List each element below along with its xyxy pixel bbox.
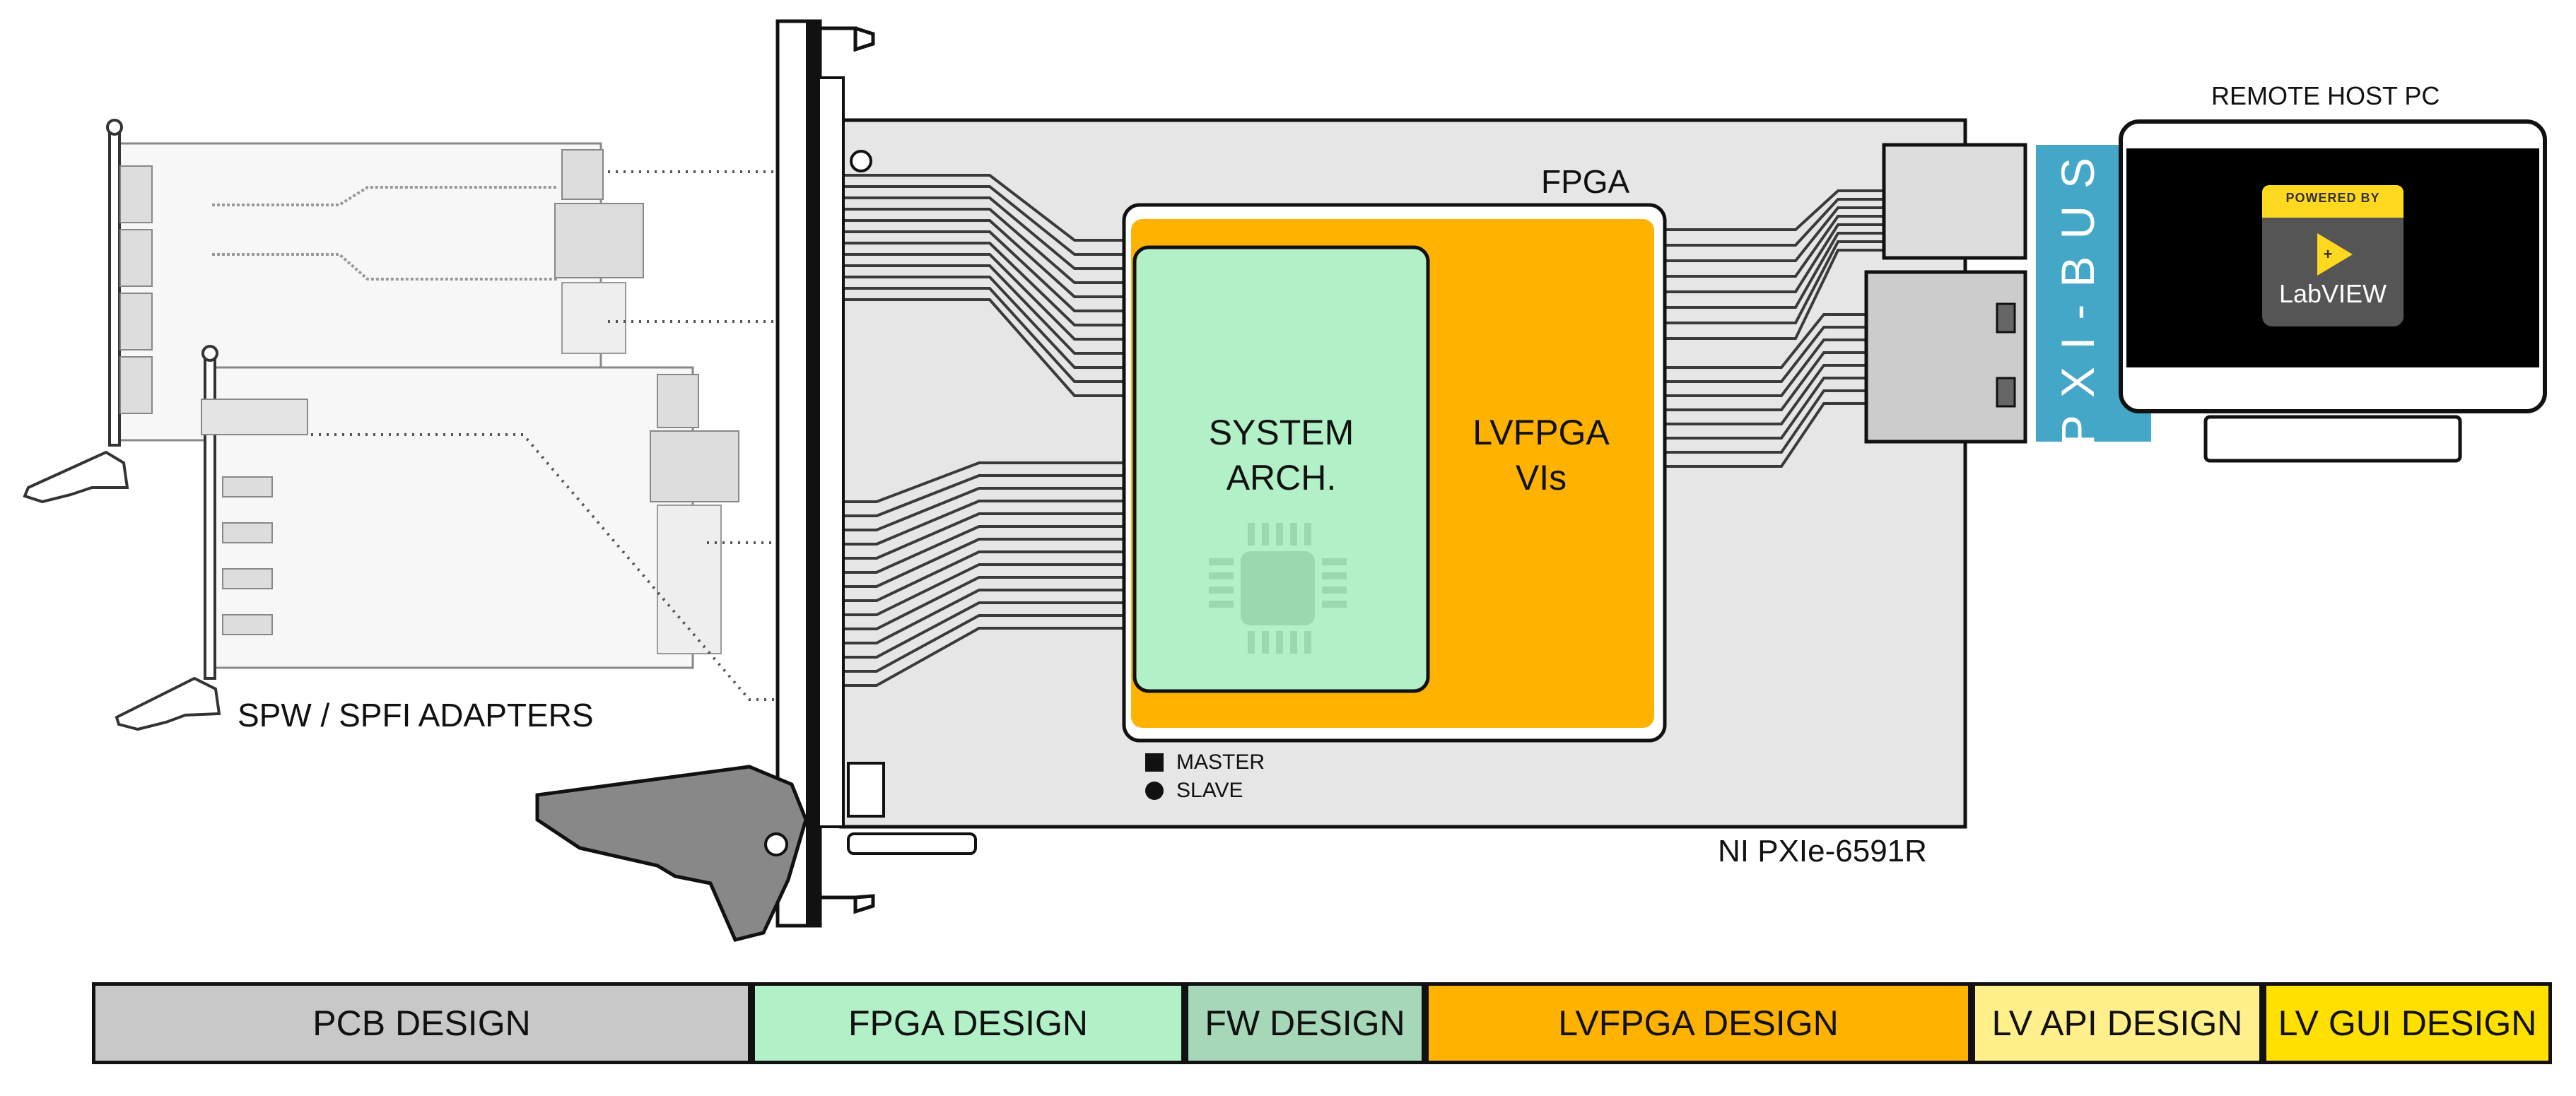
system-arch-line2: ARCH.	[1226, 458, 1337, 497]
signal-trace	[1665, 377, 1866, 440]
signal-trace	[1665, 240, 1884, 324]
design-phase-segment: LV API DESIGN	[1972, 982, 2263, 1064]
legend-slave: SLAVE	[1145, 779, 1243, 803]
legend-master: MASTER	[1145, 750, 1265, 774]
signal-trace	[1665, 351, 1866, 411]
lvfpga-line2: VIs	[1515, 458, 1567, 497]
adapter-card-front	[201, 345, 739, 680]
signal-trace	[845, 287, 1131, 383]
signal-trace	[845, 185, 1131, 256]
design-phase-segment: LV GUI DESIGN	[2263, 982, 2552, 1064]
signal-trace	[1665, 215, 1884, 278]
signal-trace	[1665, 326, 1866, 383]
design-phase-label: FPGA DESIGN	[848, 1003, 1088, 1043]
signal-trace	[1665, 249, 1884, 340]
design-phase-segment: FW DESIGN	[1185, 982, 1425, 1064]
design-phase-label: LV GUI DESIGN	[2278, 1003, 2537, 1043]
remote-host-label: REMOTE HOST PC	[2211, 81, 2440, 110]
labview-logo: +	[2262, 185, 2404, 326]
signal-trace	[845, 196, 1131, 270]
signal-trace	[1665, 189, 1884, 231]
signal-trace	[1665, 198, 1884, 247]
signal-trace	[1665, 223, 1884, 293]
lvfpga-vis-label: LVFPGA VIs	[1428, 410, 1654, 500]
design-phase-segment: LVFPGA DESIGN	[1425, 982, 1972, 1064]
right-connectors	[1864, 143, 2027, 444]
design-phase-label: LVFPGA DESIGN	[1558, 1003, 1839, 1043]
signal-trace	[1665, 364, 1866, 425]
signal-trace	[1665, 232, 1884, 309]
signal-trace	[845, 500, 1131, 546]
signal-trace	[845, 264, 1131, 355]
signal-traces	[845, 174, 1884, 687]
signal-trace	[845, 614, 1131, 673]
signal-trace	[845, 461, 1131, 503]
pxi-bus-bar	[2036, 145, 2119, 442]
chip-icon	[1209, 523, 1347, 654]
signal-trace	[845, 487, 1131, 531]
signal-trace	[1665, 402, 1866, 468]
ejector-handle-hole	[764, 832, 788, 856]
labview-wordmark: LabVIEW	[2278, 279, 2387, 308]
signal-trace	[845, 298, 1131, 397]
signal-trace	[845, 538, 1131, 588]
signal-trace	[1665, 313, 1866, 369]
signal-trace	[845, 208, 1131, 284]
adapter-connection-lines	[311, 170, 799, 701]
signal-trace	[1665, 389, 1866, 454]
signal-trace	[1665, 338, 1866, 397]
labview-powered-by: POWERED BY	[2285, 191, 2380, 205]
adapter-front-handle	[115, 676, 221, 731]
signal-trace	[845, 242, 1131, 326]
front-panel-bracket	[775, 19, 977, 928]
adapter-back-handle	[23, 450, 129, 504]
signal-trace	[845, 601, 1131, 659]
design-phase-label: FW DESIGN	[1205, 1003, 1405, 1043]
circle-icon	[1145, 782, 1164, 800]
signal-trace	[845, 174, 1131, 242]
design-phase-label: PCB DESIGN	[312, 1003, 531, 1043]
system-arch-label: SYSTEM ARCH.	[1135, 410, 1428, 500]
signal-trace	[845, 627, 1131, 687]
lvfpga-line1: LVFPGA	[1473, 413, 1610, 452]
signal-trace	[1665, 206, 1884, 262]
signal-trace	[845, 525, 1131, 574]
signal-trace	[845, 576, 1131, 630]
signal-trace	[845, 253, 1131, 341]
master-label: MASTER	[1176, 750, 1265, 774]
ejector-handle	[535, 765, 808, 942]
signal-trace	[845, 550, 1131, 602]
signal-trace	[845, 474, 1131, 517]
design-phase-segment: FPGA DESIGN	[751, 982, 1185, 1064]
square-icon	[1145, 753, 1164, 772]
design-phase-segment: PCB DESIGN	[92, 982, 751, 1064]
signal-trace	[845, 589, 1131, 644]
slave-label: SLAVE	[1176, 779, 1243, 802]
labview-play-icon	[2317, 233, 2353, 276]
pxi-bus-label: PXI-BUS	[2051, 140, 2104, 447]
design-phase-label: LV API DESIGN	[1991, 1003, 2243, 1043]
svg-text:+: +	[2324, 245, 2333, 263]
signal-trace	[845, 563, 1131, 616]
fpga-label: FPGA	[1541, 163, 1630, 200]
signal-trace	[845, 230, 1131, 312]
system-arch-line1: SYSTEM	[1208, 413, 1354, 452]
signal-trace	[845, 276, 1131, 369]
board-name-label: NI PXIe-6591R	[1718, 834, 1927, 868]
fpga-block	[1122, 203, 1667, 743]
signal-trace	[845, 512, 1131, 560]
adapters-label: SPW / SPFI ADAPTERS	[238, 697, 594, 733]
signal-trace	[845, 219, 1131, 298]
